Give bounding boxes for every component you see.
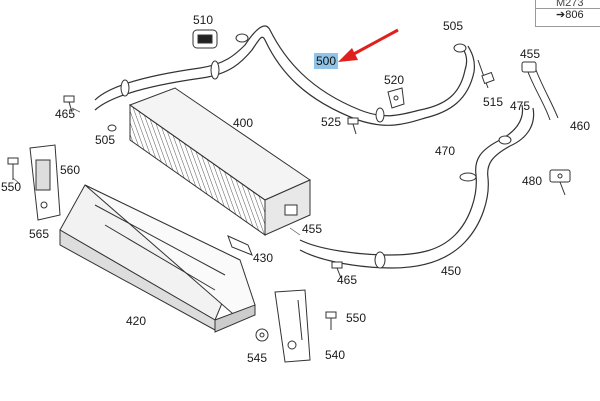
reference-page-number: 806 [565, 9, 584, 21]
red-arrow-icon [338, 28, 399, 62]
bracket-430 [227, 235, 253, 256]
label-545: 545 [247, 351, 267, 365]
bolt-550-right [325, 311, 337, 330]
label-515: 515 [483, 95, 503, 109]
label-455-mid: 455 [302, 222, 322, 236]
label-465-left: 465 [55, 107, 75, 121]
bolt-525 [347, 117, 359, 135]
leader-lines [12, 107, 301, 236]
label-480: 480 [522, 174, 542, 188]
label-505-left: 505 [95, 133, 115, 147]
label-430: 430 [253, 251, 273, 265]
bracket-560 [29, 144, 61, 221]
highlight-box [314, 53, 338, 69]
label-520: 520 [384, 73, 404, 87]
reference-box: M273 ➔806 [535, 0, 600, 27]
bracket-540 [274, 289, 311, 363]
label-475: 475 [510, 99, 530, 113]
bracket-510 [192, 29, 218, 49]
fitting-455-right [521, 61, 559, 121]
hose-500 [94, 25, 475, 126]
label-455-right: 455 [520, 47, 540, 61]
label-400: 400 [233, 116, 253, 130]
label-565: 565 [29, 227, 49, 241]
washer-545 [255, 328, 269, 342]
hose-450 [299, 104, 535, 269]
clip-520 [387, 87, 405, 109]
label-550-right: 550 [346, 311, 366, 325]
hose-clamps [120, 33, 467, 123]
label-470: 470 [435, 144, 455, 158]
label-550-left: 550 [1, 180, 21, 194]
reference-model: M273 [536, 0, 600, 9]
label-450: 450 [441, 264, 461, 278]
label-510: 510 [193, 13, 213, 27]
bolt-550-left [7, 157, 19, 180]
label-505-top: 505 [443, 19, 463, 33]
reference-page[interactable]: ➔806 [536, 9, 600, 21]
bolt-515 [477, 59, 495, 89]
part-labels: 510 505 455 520 515 475 465 400 525 460 … [1, 13, 590, 365]
label-420: 420 [126, 314, 146, 328]
bolt-465-right [331, 261, 343, 279]
bracket-480 [549, 169, 571, 196]
label-560: 560 [60, 163, 80, 177]
label-500-highlighted: 500 [315, 54, 337, 68]
hose-450-clamps [374, 135, 512, 269]
label-525: 525 [321, 115, 341, 129]
oil-cooler-400 [128, 87, 312, 236]
bolt-465-left [63, 95, 75, 113]
label-540: 540 [325, 348, 345, 362]
washer-505-left [107, 124, 117, 132]
arrow-right-icon: ➔ [556, 9, 566, 21]
housing-420 [59, 184, 256, 333]
label-465-right: 465 [337, 273, 357, 287]
label-460: 460 [570, 119, 590, 133]
